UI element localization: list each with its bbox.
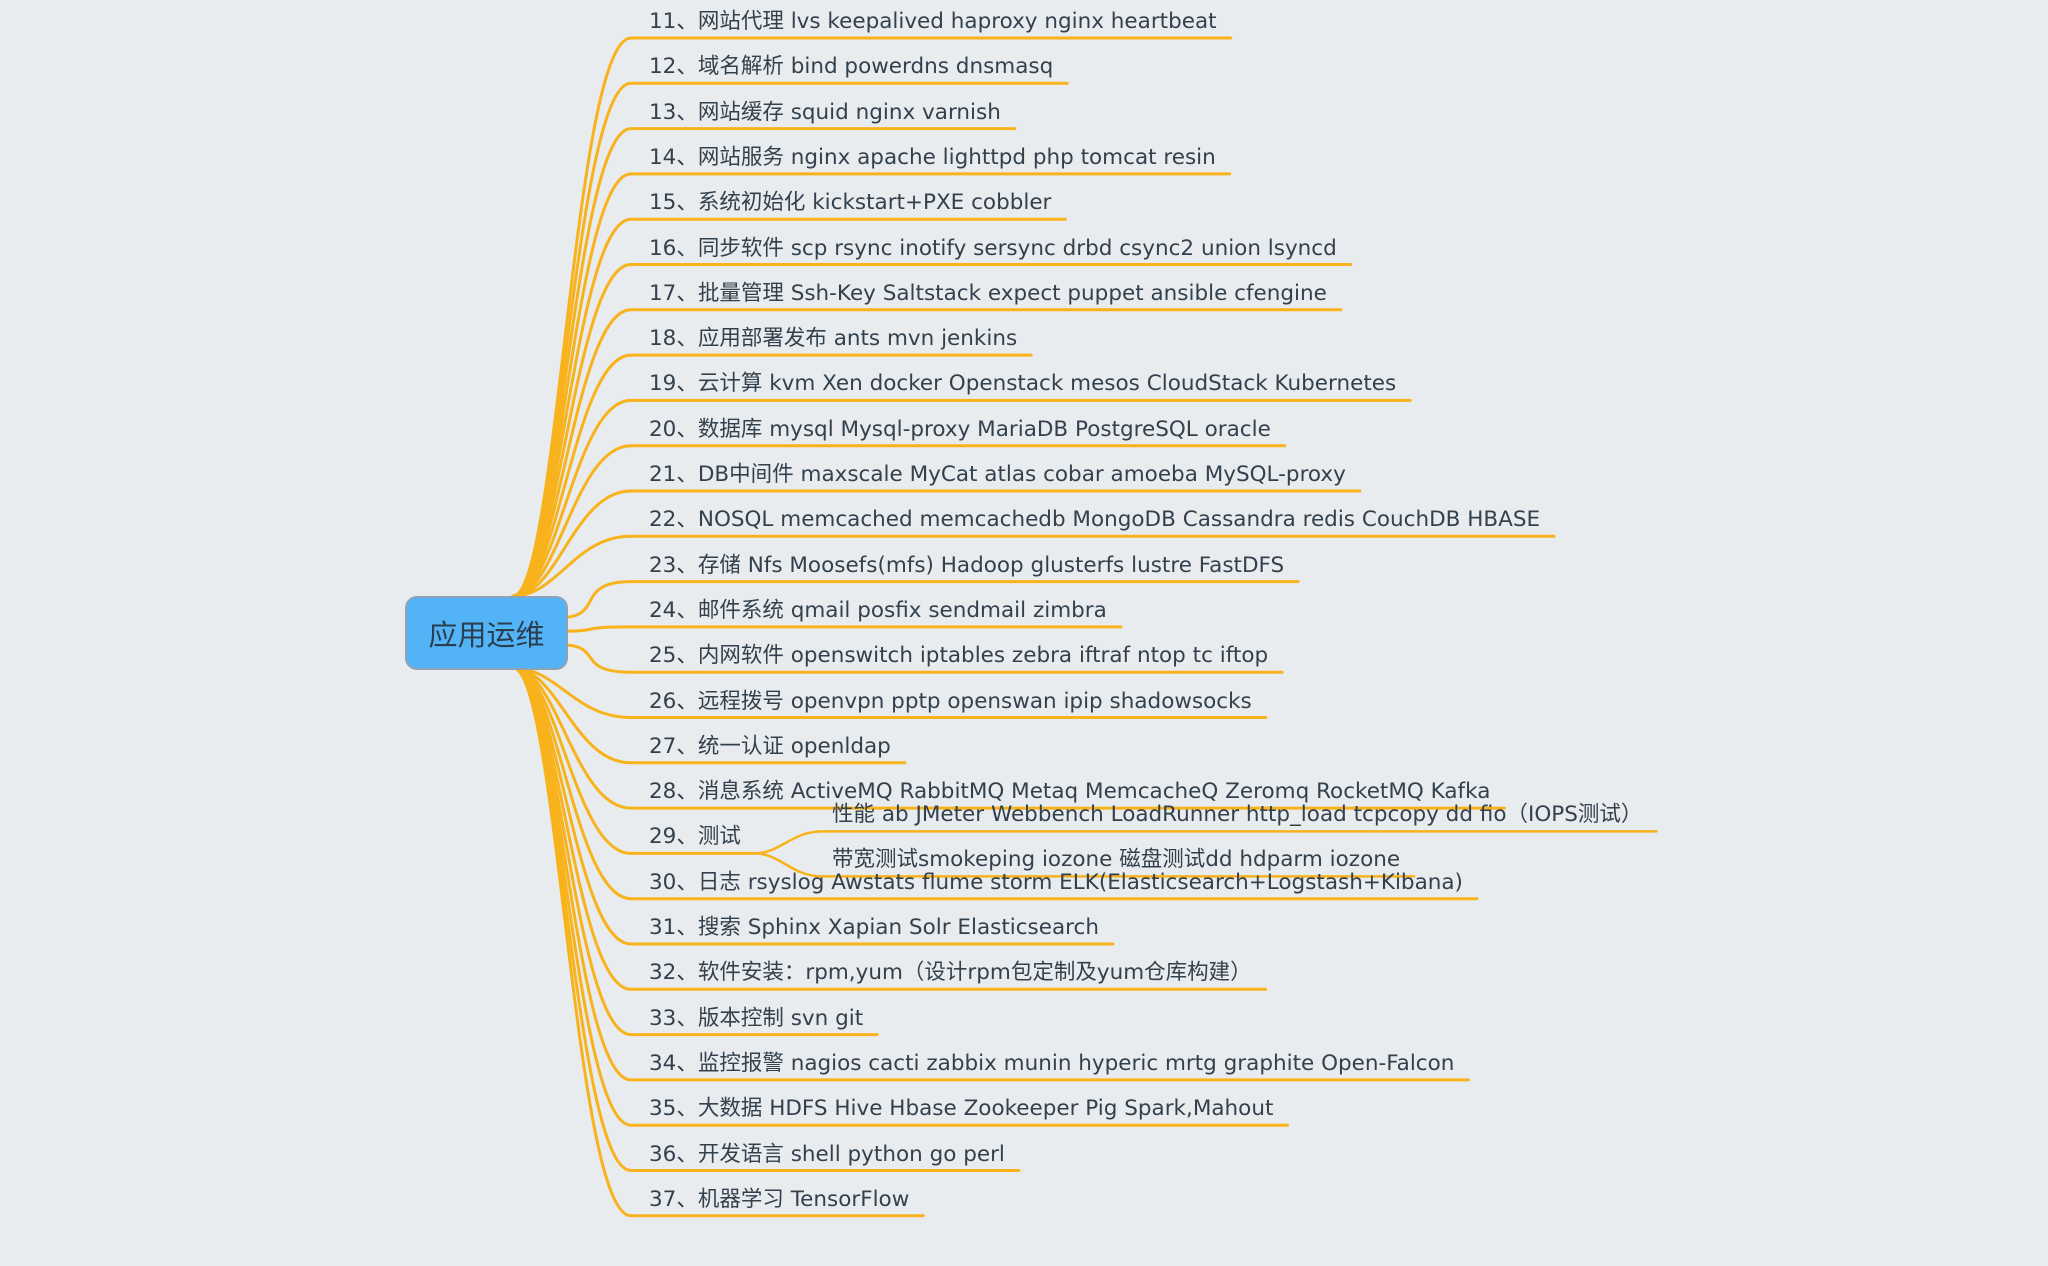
branch-5-connector: [511, 217, 1067, 598]
branch-9-connector: [511, 398, 1412, 598]
branch-9[interactable]: 19、云计算 kvm Xen docker Openstack mesos Cl…: [649, 371, 1397, 397]
branch-17[interactable]: 27、统一认证 openldap: [649, 733, 891, 759]
branch-11[interactable]: 21、DB中间件 maxscale MyCat atlas cobar amoe…: [649, 462, 1346, 487]
branch-20[interactable]: 30、日志 rsyslog Awstats flume storm ELK(El…: [649, 869, 1463, 895]
branch-13-connector: [558, 580, 1300, 620]
branch-16-connector: [511, 666, 1268, 719]
branch-12[interactable]: 22、NOSQL memcached memcachedb MongoDB Ca…: [649, 507, 1541, 533]
branch-4[interactable]: 14、网站服务 nginx apache lighttpd php tomcat…: [649, 144, 1216, 170]
branch-27-connector: [511, 666, 925, 1218]
branch-17-connector: [511, 666, 907, 765]
branch-18[interactable]: 28、消息系统 ActiveMQ RabbitMQ Metaq Memcache…: [649, 779, 1491, 805]
branch-1[interactable]: 11、网站代理 lvs keepalived haproxy nginx hea…: [649, 9, 1217, 34]
branch-21[interactable]: 31、搜索 Sphinx Xapian Solr Elasticsearch: [649, 915, 1099, 940]
branch-6[interactable]: 16、同步软件 scp rsync inotify sersync drbd c…: [649, 235, 1337, 261]
branch-19-child-1[interactable]: 性能 ab JMeter Webbench LoadRunner http_lo…: [832, 802, 1643, 828]
branch-14-connector: [558, 625, 1123, 633]
branch-15-connector: [558, 643, 1284, 674]
branch-19[interactable]: 29、测试: [649, 824, 741, 850]
branch-24[interactable]: 34、监控报警 nagios cacti zabbix munin hyperi…: [649, 1050, 1455, 1076]
root-node[interactable]: 应用运维: [405, 596, 568, 670]
branch-10[interactable]: 20、数据库 mysql Mysql-proxy MariaDB Postgre…: [649, 416, 1271, 442]
branch-12-connector: [511, 534, 1556, 598]
branch-11-connector: [511, 489, 1362, 598]
branch-13[interactable]: 23、存储 Nfs Moosefs(mfs) Hadoop glusterfs …: [649, 552, 1285, 578]
branch-22[interactable]: 32、软件安装：rpm,yum（设计rpm包定制及yum仓库构建）: [649, 960, 1252, 986]
branch-8[interactable]: 18、应用部署发布 ants mvn jenkins: [649, 326, 1018, 352]
root-label: 应用运维: [428, 618, 545, 652]
branch-14[interactable]: 24、邮件系统 qmail posfix sendmail zimbra: [649, 597, 1107, 623]
branch-23[interactable]: 33、版本控制 svn git: [649, 1005, 864, 1031]
branch-19-child-1-connector: [753, 830, 1658, 855]
branch-19-child-2[interactable]: 带宽测试smokeping iozone 磁盘测试dd hdparm iozon…: [832, 847, 1401, 873]
branch-7[interactable]: 17、批量管理 Ssh-Key Saltstack expect puppet …: [649, 280, 1327, 306]
branch-15[interactable]: 25、内网软件 openswitch iptables zebra iftraf…: [649, 643, 1269, 669]
branch-19-child-2-connector: [753, 852, 1416, 878]
branch-10-connector: [511, 444, 1287, 598]
branch-16[interactable]: 26、远程拨号 openvpn pptp openswan ipip shado…: [649, 688, 1252, 714]
branch-2[interactable]: 12、域名解析 bind powerdns dnsmasq: [649, 54, 1054, 80]
branch-25[interactable]: 35、大数据 HDFS Hive Hbase Zookeeper Pig Spa…: [649, 1096, 1274, 1122]
branch-3[interactable]: 13、网站缓存 squid nginx varnish: [649, 99, 1001, 125]
branch-8-connector: [511, 353, 1033, 598]
branch-5[interactable]: 15、系统初始化 kickstart+PXE cobbler: [649, 190, 1052, 216]
branch-26[interactable]: 36、开发语言 shell python go perl: [649, 1141, 1005, 1167]
branch-27[interactable]: 37、机器学习 TensorFlow: [649, 1186, 910, 1212]
